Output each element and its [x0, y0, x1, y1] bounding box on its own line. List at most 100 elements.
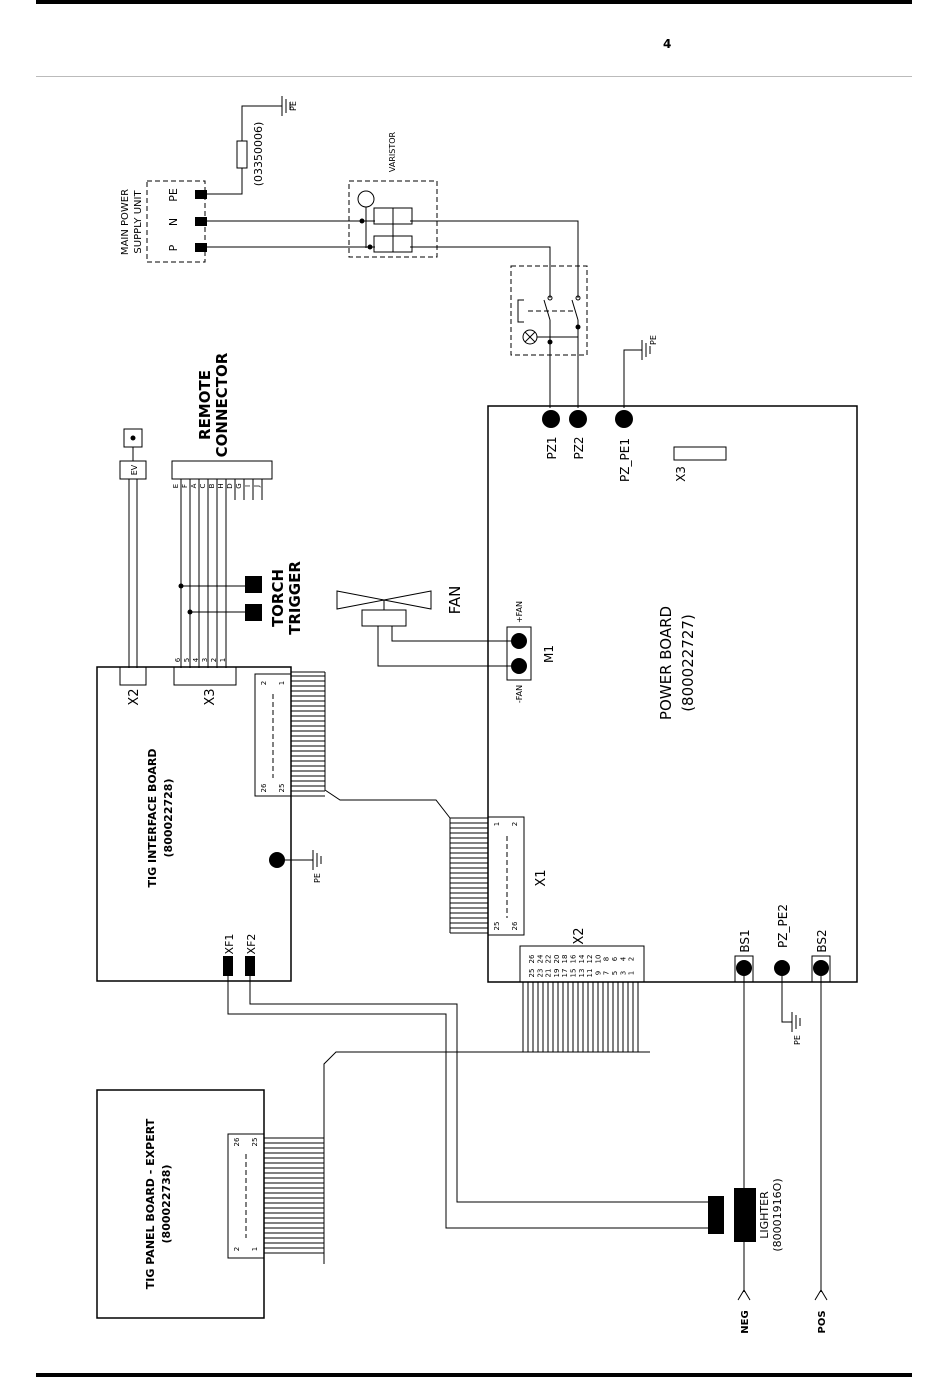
top-rule [36, 0, 912, 4]
x2-pin-a-6: 6 [611, 956, 619, 961]
tig-conn-pin-26: 26 [260, 783, 268, 792]
xf2-label: XF2 [245, 934, 258, 955]
trigger-label: TRIGGER [286, 561, 304, 635]
plus-fan-label: +FAN [515, 601, 524, 623]
bottom-rule [36, 1373, 912, 1377]
x2-pin-a-26: 26 [528, 954, 536, 963]
tig-x3-pin-6: 6 [174, 657, 182, 662]
power-x2-label: X2 [572, 927, 587, 944]
resistor-code: (03350006) [252, 122, 265, 187]
pin-label-p: P [167, 244, 180, 251]
power-board: PZ1 PZ2 PZ_PE1 X3 POWER BOARD (800022727… [487, 405, 858, 983]
remote-pin-i: I [244, 485, 252, 487]
tig-interface-board: X2 X3 6 5 4 3 2 1 2 1 26 25 TIG INTERFAC… [96, 657, 322, 982]
x2-pin-b-23: 23 [536, 969, 544, 978]
pos-label: POS [817, 1310, 828, 1333]
ribbon-cable-interface-to-power [291, 671, 488, 934]
bs1-label: BS1 [738, 929, 752, 952]
x2-pin-a-4: 4 [619, 956, 627, 961]
x2-pin-b-7: 7 [603, 971, 611, 975]
x2-pin-b-11: 11 [586, 969, 594, 978]
panel-pin-25: 25 [251, 1138, 259, 1147]
torch-label: TORCH [269, 569, 287, 627]
torch-terminal-2 [245, 604, 262, 621]
x2-pin-a-16: 16 [570, 954, 578, 963]
pin-label-n: N [167, 218, 180, 226]
tig-x3-pin-4: 4 [192, 657, 200, 662]
x2-pin-a-8: 8 [603, 957, 611, 961]
pe-label-top: PE [289, 101, 298, 111]
pz2-label: PZ2 [572, 436, 586, 459]
tig-interface-code: (800022728) [162, 779, 175, 858]
pe-ground-pz-pe1: PE [623, 335, 658, 408]
x1-pin-25: 25 [493, 922, 501, 931]
tig-panel-title: TIG PANEL BOARD - EXPERT [144, 1118, 157, 1289]
header-divider [36, 76, 912, 77]
pe-ground-wiring: PE (03350006) [207, 96, 298, 195]
pin-label-pe: PE [167, 188, 180, 202]
m1-label: M1 [542, 645, 556, 663]
terminal-pe [195, 190, 207, 199]
panel-pin-1: 1 [251, 1247, 259, 1251]
tig-panel-board: TIG PANEL BOARD - EXPERT (800022738) 26 … [96, 1089, 324, 1319]
x2-pin-a-14: 14 [578, 954, 586, 963]
tig-conn-pin-2: 2 [260, 681, 268, 685]
remote-pin-g: G [235, 483, 243, 488]
x2-pin-a-10: 10 [594, 955, 602, 964]
ev-valve: EV [119, 428, 147, 668]
lighter-name: LIGHTER [758, 1191, 771, 1239]
power-x2-pin-labels: 2625242322212019181716151413121110987654… [528, 954, 636, 977]
panel-pin-2: 2 [233, 1247, 241, 1251]
x2-pin-a-24: 24 [536, 954, 544, 963]
fan-label: FAN [446, 586, 464, 615]
ev-label: EV [130, 464, 139, 475]
remote-pin-c: C [199, 483, 207, 488]
torch-trigger: TORCH TRIGGER [178, 561, 304, 635]
output-leads: NEG POS [737, 976, 828, 1334]
main-power-supply-unit: MAIN POWER SUPPLY UNIT PE N P [120, 180, 207, 263]
x2-pin-a-22: 22 [545, 955, 553, 964]
varistor-label: VARISTOR [388, 131, 397, 172]
power-x1-label: X1 [534, 869, 549, 886]
x2-pin-b-19: 19 [553, 969, 561, 978]
minus-fan-label: -FAN [515, 685, 524, 703]
bs2-label: BS2 [815, 929, 829, 952]
tig-conn-pin-1: 1 [278, 681, 286, 685]
x2-pin-b-17: 17 [561, 969, 569, 978]
remote-pin-b: B [208, 483, 216, 488]
x2-pin-b-5: 5 [611, 971, 619, 975]
tig-x3-label: X3 [203, 688, 218, 705]
xf-wiring [227, 976, 710, 1229]
pe-label-tig: PE [313, 873, 322, 883]
remote-pin-e: E [172, 484, 180, 488]
power-supply-title-2: SUPPLY UNIT [133, 190, 144, 254]
x2-pin-a-2: 2 [628, 957, 636, 961]
x2-pin-b-9: 9 [594, 971, 602, 975]
remote-pin-d: D [226, 483, 234, 488]
x2-pin-b-21: 21 [545, 969, 553, 978]
remote-title-2: CONNECTOR [213, 352, 231, 457]
pz1-label: PZ1 [545, 436, 559, 459]
fan: FAN [336, 586, 511, 667]
tig-x3-pin-3: 3 [201, 658, 209, 662]
x2-pin-b-15: 15 [570, 969, 578, 978]
pz-pe1-label: PZ_PE1 [618, 438, 632, 482]
remote-pin-a: A [190, 483, 198, 488]
lighter-plug [708, 1196, 724, 1234]
x1-pin-1: 1 [493, 822, 501, 826]
lighter: LIGHTER (80001916O) [708, 1178, 784, 1252]
remote-pin-f: F [181, 484, 189, 488]
mains-lines [207, 218, 579, 298]
tig-panel-code: (800022738) [160, 1165, 173, 1244]
tig-x2-label: X2 [127, 688, 142, 705]
pe-ground-pz-pe2: PE [781, 976, 802, 1045]
lighter-code: (80001916O) [771, 1178, 784, 1251]
power-x3-label: X3 [674, 466, 688, 482]
ribbon-cable-power-x2 [323, 982, 650, 1264]
remote-pin-h: H [217, 483, 225, 488]
xf2-terminal [245, 956, 255, 976]
x2-pin-a-12: 12 [586, 955, 594, 964]
tig-interface-title: TIG INTERFACE BOARD [146, 749, 159, 888]
torch-terminal-1 [245, 576, 262, 593]
